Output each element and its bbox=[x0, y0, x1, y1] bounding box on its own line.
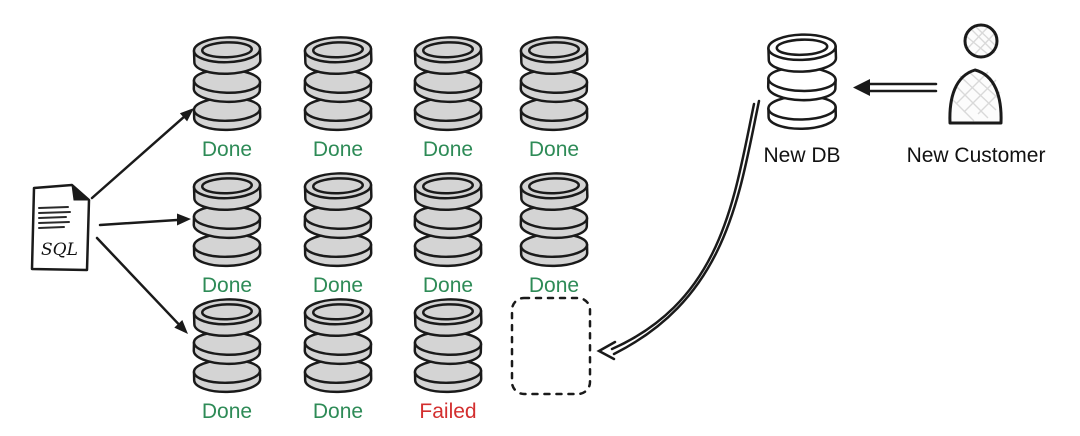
database-icon bbox=[406, 30, 490, 134]
database-cell: Done bbox=[185, 166, 269, 298]
database-icon bbox=[512, 30, 596, 134]
customer-head bbox=[963, 23, 999, 59]
arrow-customer-to-newdb bbox=[853, 79, 938, 96]
db-status-label: Done bbox=[528, 274, 580, 297]
db-status-label: Done bbox=[201, 138, 253, 161]
db-status-label: Done bbox=[422, 274, 474, 297]
new-db-icon bbox=[760, 26, 844, 134]
database-icon bbox=[296, 30, 380, 134]
database-cell: Done bbox=[296, 166, 380, 298]
page-fold bbox=[71, 183, 91, 201]
database-cell: Done bbox=[185, 30, 269, 162]
database-icon bbox=[406, 292, 490, 396]
database-icon bbox=[296, 292, 380, 396]
database-cell: Done bbox=[296, 30, 380, 162]
database-icon bbox=[185, 292, 269, 396]
db-status-label: Failed bbox=[419, 400, 477, 423]
database-cell: Done bbox=[185, 292, 269, 424]
db-status-label: Done bbox=[528, 138, 580, 161]
db-status-label: Done bbox=[201, 274, 253, 297]
database-icon bbox=[185, 166, 269, 270]
database-cell: Done bbox=[406, 166, 490, 298]
arrow-newdb-to-empty-slot bbox=[596, 99, 761, 361]
db-status-label: Done bbox=[312, 274, 364, 297]
database-icon bbox=[512, 166, 596, 270]
database-cell: Failed bbox=[406, 292, 490, 424]
database-icon bbox=[185, 30, 269, 134]
db-status-label: Done bbox=[312, 138, 364, 161]
database-cell: Done bbox=[512, 166, 596, 298]
db-status-label: Done bbox=[422, 138, 474, 161]
database-icon bbox=[760, 26, 844, 134]
db-status-label: Done bbox=[201, 400, 253, 423]
database-cell: Done bbox=[512, 30, 596, 162]
sql-doc-label: SQL bbox=[41, 240, 78, 260]
database-icon bbox=[296, 166, 380, 270]
arrow-sql-to-row3 bbox=[95, 236, 188, 334]
database-cell: Done bbox=[406, 30, 490, 162]
new-db-label: New DB bbox=[763, 144, 841, 167]
customer-icon bbox=[936, 22, 1016, 126]
customer-body bbox=[948, 68, 1003, 125]
arrow-sql-to-row2 bbox=[98, 213, 191, 227]
empty-db-slot bbox=[510, 296, 592, 396]
arrow-sql-to-row1 bbox=[90, 108, 194, 200]
customer-label: New Customer bbox=[906, 144, 1046, 167]
database-icon bbox=[406, 166, 490, 270]
sql-document-icon: SQL bbox=[26, 182, 96, 274]
database-cell: Done bbox=[296, 292, 380, 424]
db-status-label: Done bbox=[312, 400, 364, 423]
